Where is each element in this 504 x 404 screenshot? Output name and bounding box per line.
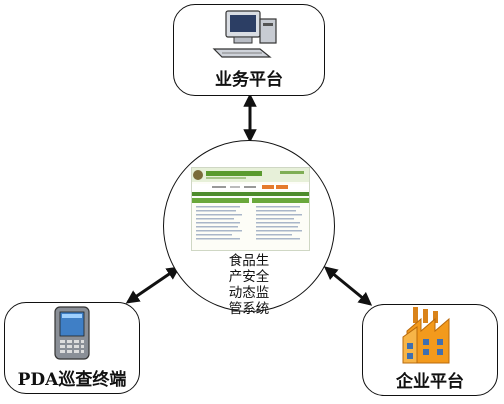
desktop-computer-icon bbox=[212, 10, 277, 58]
node-enterprise-label: 企业平台 bbox=[396, 372, 464, 392]
node-pda-label: PDA巡查终端 bbox=[17, 370, 127, 390]
website-thumbnail bbox=[192, 168, 309, 240]
arrow-pda-center bbox=[125, 266, 181, 304]
arrow-enterprise-center bbox=[323, 266, 373, 306]
node-central-system: 食品生产安全动态监管系统 bbox=[163, 140, 335, 317]
node-business-platform: 业务平台 bbox=[173, 4, 325, 96]
node-central-label: 食品生产安全动态监管系统 bbox=[228, 253, 270, 317]
pda-device-icon bbox=[54, 306, 90, 360]
node-enterprise-platform: 企业平台 bbox=[362, 304, 498, 396]
node-business-label: 业务平台 bbox=[215, 70, 283, 90]
node-pda-terminal: PDA巡查终端 bbox=[4, 302, 140, 394]
website-screenshot bbox=[191, 167, 310, 251]
factory-icon bbox=[402, 307, 450, 364]
